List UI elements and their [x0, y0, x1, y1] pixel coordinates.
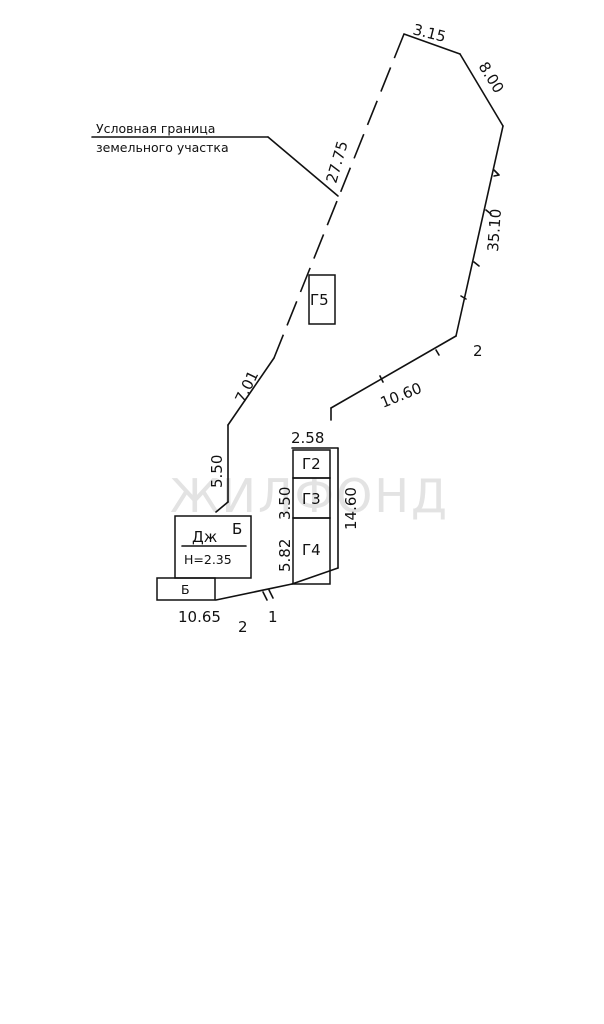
boundary-right	[455, 125, 504, 337]
boundary-left-corner	[215, 501, 229, 513]
building-g5	[308, 274, 336, 325]
dim-top-right: 8.00	[475, 59, 508, 97]
legend-line-1: Условная граница	[96, 121, 215, 136]
boundary-diag	[330, 335, 457, 409]
building-g4-label: Г4	[302, 541, 321, 559]
legend-line-2: земельного участка	[96, 140, 229, 155]
legend-leader	[267, 136, 339, 197]
boundary-top	[403, 33, 461, 55]
house-height: Н=2.35	[184, 552, 232, 567]
building-g4	[292, 517, 331, 585]
dim-g4-height: 5.82	[276, 539, 294, 572]
house-type-label: Дж	[192, 528, 217, 546]
boundary-bottom	[215, 583, 293, 601]
dim-top-short: 3.15	[411, 20, 448, 46]
boundary-left-mid	[227, 357, 275, 426]
house-letter: Б	[232, 520, 242, 538]
boundary-top-right	[459, 53, 504, 127]
dim-right-long: 35.10	[484, 208, 505, 252]
dim-g3-height: 3.50	[276, 487, 294, 520]
dim-left-long: 27.75	[323, 139, 352, 185]
dim-front: 2.58	[291, 429, 324, 447]
boundary-bottom-right	[291, 567, 339, 585]
building-g3-label: Г3	[302, 490, 321, 508]
boundary-left-long	[273, 33, 405, 359]
point-right: 2	[473, 342, 483, 360]
dim-diag-lower: 10.60	[378, 379, 425, 412]
building-g2-label: Г2	[302, 455, 321, 473]
point-bottom-right: 1	[268, 608, 278, 626]
boundary-ticks	[262, 169, 500, 601]
point-bottom-left: 2	[238, 618, 248, 636]
dim-left-mid: 7.01	[231, 368, 262, 406]
dim-left-low: 5.50	[208, 455, 226, 488]
dim-bottom: 10.65	[178, 608, 221, 626]
building-g5-label: Г5	[310, 291, 329, 309]
dim-garage-side: 14.60	[342, 487, 360, 530]
porch-letter: Б	[181, 582, 190, 597]
porch	[156, 577, 216, 601]
